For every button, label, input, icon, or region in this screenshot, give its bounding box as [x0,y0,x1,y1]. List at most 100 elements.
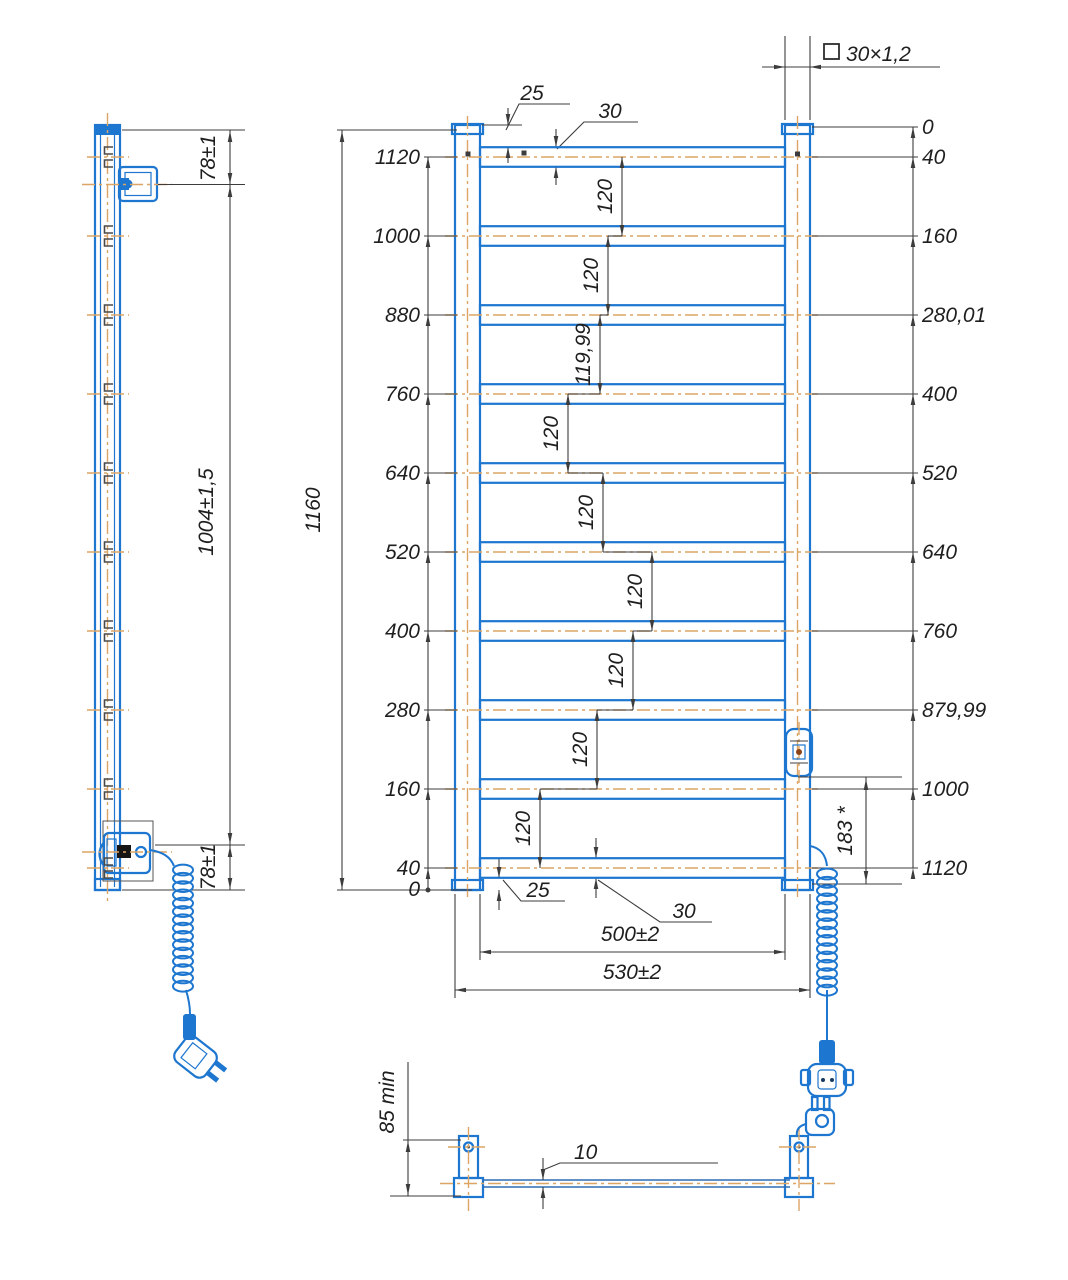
left-chain-tick [425,394,431,405]
dim-arrow [553,167,559,178]
spacing-tick [594,778,600,789]
right-chain-tick [910,127,916,138]
leader-line [542,1162,718,1171]
right-chain-tick [910,710,916,721]
spacing-tick [600,541,606,552]
front-plug-wing [799,1068,812,1087]
dim-arrow [774,949,785,955]
left-chain-tick [425,473,431,484]
right-chain-tick [910,315,916,326]
coil-loop [816,934,838,947]
dim-arrow [227,833,233,844]
mount-span-dim-label: 1004±1,5 [195,468,218,556]
side-plug-pin [213,1059,228,1073]
spacing-tick [537,789,543,800]
outer-width-label: 530±2 [603,961,662,984]
dim-arrow [863,779,869,790]
coil-loop [816,983,838,997]
left-dim-label: 640 [385,462,420,485]
overall-height-label: 1160 [302,487,325,532]
dim-arrow [553,136,559,147]
coil-loop [172,880,194,893]
right-dim-label: 640 [922,541,957,564]
left-chain-tick [425,157,431,168]
coil-loop [172,888,194,902]
right-chain-tick [910,394,916,405]
leader-line [597,879,712,923]
coil-loop [172,863,194,877]
side-plug [173,1035,228,1083]
left-dim-label: 280 [384,699,420,722]
coil-loop [172,954,194,968]
right-chain-tick [910,789,916,800]
dim-arrow [863,871,869,882]
rung-clip [103,541,113,563]
spacing-dim-label: 120 [594,179,617,214]
dim-arrow [774,64,785,70]
rung-clip [103,146,113,168]
side-plug-ferrule [183,1014,196,1040]
front-plug-wing [842,1068,855,1087]
spacing-tick [649,552,655,563]
dim-arrow [593,878,599,889]
front-cable-elbow [809,845,828,867]
left-dim-label: 400 [385,620,420,643]
spacing-dim-label: 120 [580,258,603,293]
right-dim-label: 1120 [922,857,967,880]
profile-callout-label: 30×1,2 [846,43,911,66]
right-chain-tick [910,868,916,879]
coil-loop [172,930,194,943]
dim-arrow [799,987,810,993]
coil-loop [816,967,838,980]
right-dim-label: 879,99 [922,699,987,722]
right-dim-label: 1000 [922,778,969,801]
spacing-tick [597,315,603,326]
left-dim-label: 1000 [373,225,420,248]
coil-loop [172,896,194,910]
rung-clip [103,304,113,326]
bottom-gap-label: 25 [525,879,550,902]
dim-arrow [227,846,233,857]
spacing-dim-label: 119,99 [572,323,595,386]
left-dim-label: 160 [385,778,420,801]
spacing-dim-label: 120 [512,811,535,846]
dim-arrow [455,987,466,993]
dim-arrow [405,1141,411,1152]
dim-arrow [496,890,502,901]
dim-arrow [339,878,345,889]
left-chain-tick [425,315,431,326]
dim-arrow [540,1169,546,1180]
spacing-dim-label: 120 [605,653,628,688]
right-chain-tick [910,473,916,484]
coil-loop [816,875,838,889]
controller-knob [796,749,802,755]
side-plug-body [173,1035,218,1079]
datum-square [521,150,527,156]
bottom-offset-dim-label: 78±1 [197,844,220,891]
spacing-dim-label: 120 [575,495,598,530]
top-tube-label: 30 [598,100,622,123]
right-dim-label: 160 [922,225,957,248]
datum-dot [425,887,431,893]
spacing-tick [605,236,611,247]
left-chain-tick [425,710,431,721]
leader-line [505,103,570,131]
left-chain-tick [425,552,431,563]
dim-arrow [227,131,233,142]
right-chain-tick [910,157,916,168]
tube-thickness-label: 10 [574,1141,598,1164]
datum-square [795,151,800,157]
coil-loop [816,867,838,881]
coil-loop [816,909,838,922]
coil-loop [816,975,838,989]
rung-clip [103,699,113,721]
left-dim-label: 520 [385,541,420,564]
spacing-tick [649,620,655,631]
dim-arrow [810,64,821,70]
heater-bulge [98,841,105,867]
rung-clip [103,462,113,484]
square-profile-icon [823,43,840,60]
coil-loop [172,913,194,927]
